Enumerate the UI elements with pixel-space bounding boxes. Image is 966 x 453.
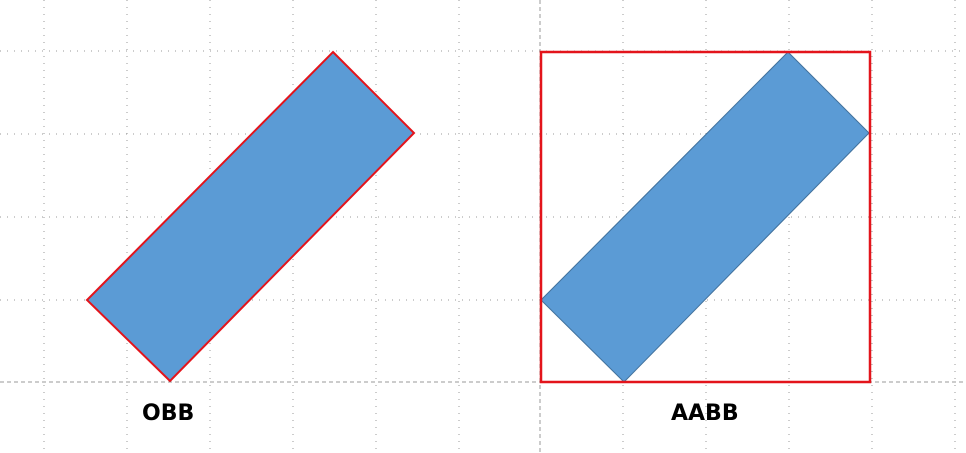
aabb-label: AABB [671,401,739,426]
aabb-box [539,50,872,384]
obb-label: OBB [142,401,195,426]
obb-shape [85,50,416,383]
